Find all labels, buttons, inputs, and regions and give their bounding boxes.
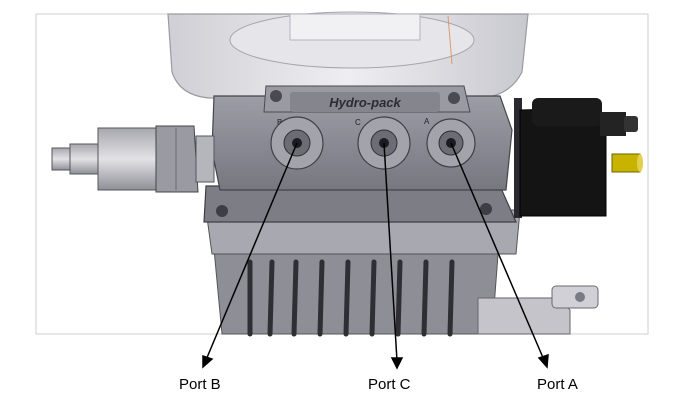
mounting-bracket: [477, 285, 599, 335]
label-port-a: Port A: [537, 376, 578, 393]
label-port-c: Port C: [368, 376, 411, 393]
flange-bolt-hole-left: [216, 205, 228, 217]
cast-letter-b: B: [277, 118, 282, 127]
solenoid-connector: [514, 98, 643, 218]
cast-letter-a: A: [424, 117, 430, 126]
arrowhead-port-a: [537, 353, 549, 369]
pump-assembly: Hydro-pack B C A: [51, 11, 643, 337]
cooling-fins: [247, 259, 455, 337]
flange-bolt-hole-right: [480, 203, 492, 215]
arrow-port-b: [205, 142, 298, 361]
arrow-port-a: [450, 142, 545, 361]
arrowhead-port-b: [202, 354, 214, 369]
logo-text: Hydro-pack: [329, 95, 401, 110]
brass-pin: [611, 153, 641, 173]
callout-arrows: [202, 142, 549, 370]
arrowhead-port-c: [390, 357, 404, 370]
logo-plate: [290, 92, 440, 112]
tank-neck: [289, 13, 421, 41]
cast-letter-c: C: [355, 118, 361, 127]
arrow-port-c: [383, 142, 398, 362]
relief-valve-cartridge: [51, 125, 215, 193]
label-port-b: Port B: [179, 376, 221, 393]
mounting-flange: [203, 185, 517, 223]
